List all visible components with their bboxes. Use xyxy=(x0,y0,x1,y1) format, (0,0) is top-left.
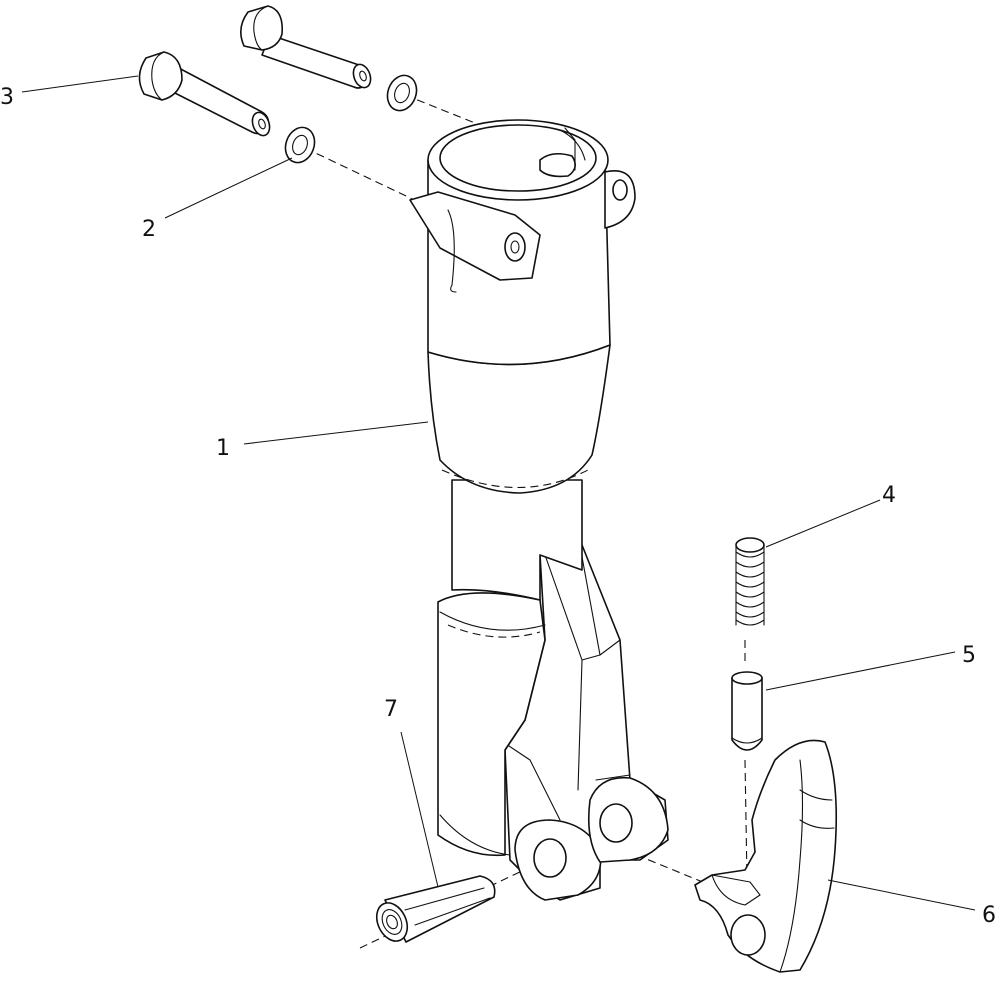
callout-5: 5 xyxy=(962,643,976,668)
callout-7: 7 xyxy=(384,697,398,722)
part-3-cap-screws xyxy=(138,5,372,137)
callout-labels: 1 2 3 4 5 6 7 xyxy=(0,85,996,928)
callout-4: 4 xyxy=(882,483,896,508)
part-6-hook xyxy=(694,739,838,973)
cap-screw-lower xyxy=(138,51,271,137)
part-7-roll-pin xyxy=(375,875,496,943)
washer-upper xyxy=(386,74,418,112)
cap-screw-upper xyxy=(240,5,372,89)
washer-lower xyxy=(284,126,316,164)
part-4-spring xyxy=(735,537,765,626)
leader-lines xyxy=(21,75,976,911)
part-1-housing xyxy=(409,119,669,901)
callout-2: 2 xyxy=(142,217,156,242)
callout-1: 1 xyxy=(216,436,230,461)
callout-6: 6 xyxy=(982,903,996,928)
part-5-plunger xyxy=(731,671,763,751)
part-2-washers xyxy=(284,74,418,164)
fork-eyes xyxy=(514,776,669,901)
callout-3: 3 xyxy=(0,85,14,110)
